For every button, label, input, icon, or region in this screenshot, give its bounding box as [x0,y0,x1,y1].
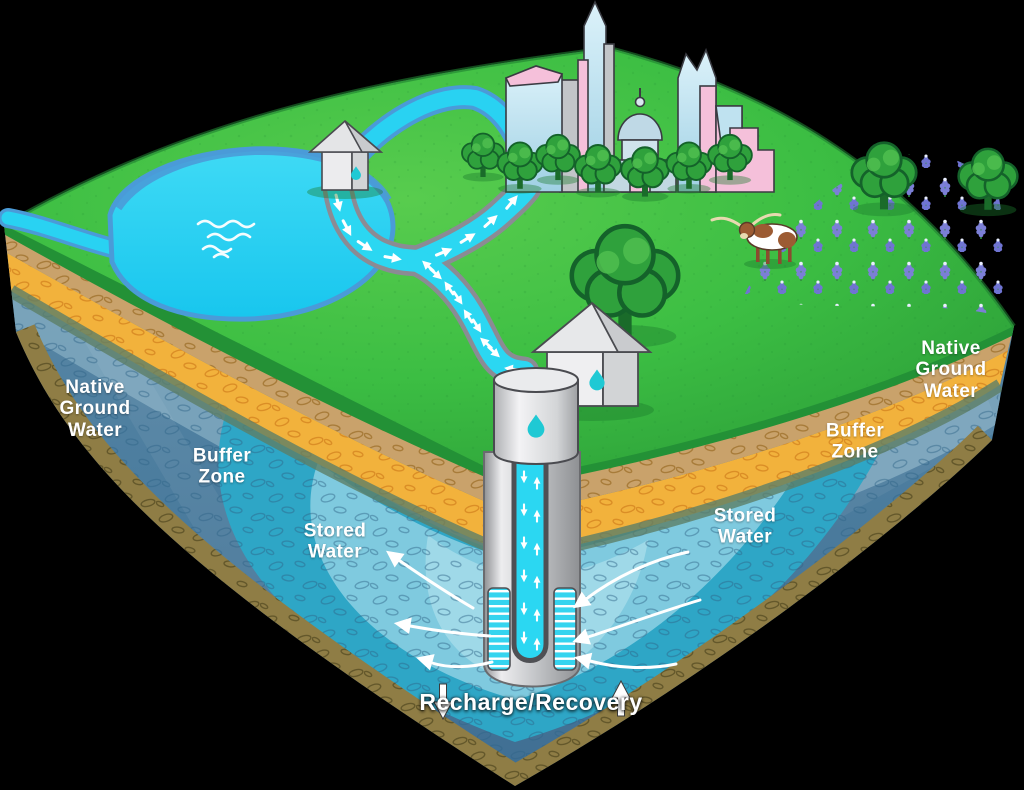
sand-layer-speckles [4,225,1014,514]
recovery-up-arrow-icon [611,679,631,717]
aquifer-flow-arrows [383,546,702,670]
bluebonnet-field [742,153,1006,316]
aquifer-speckles [11,291,1000,786]
asr-well [483,367,581,688]
pipeline [321,164,542,388]
water-waves-icon [196,219,256,259]
treatment-plant-house [307,119,384,199]
wellhead [493,367,579,465]
well-tube [511,447,549,663]
gold-layer-speckles [7,253,1008,558]
longhorn-cow [710,213,798,269]
well-screen-left [487,587,511,671]
well-screen-right [553,587,577,671]
recharge-down-arrow-icon [433,683,453,721]
river-inlet [0,208,122,258]
